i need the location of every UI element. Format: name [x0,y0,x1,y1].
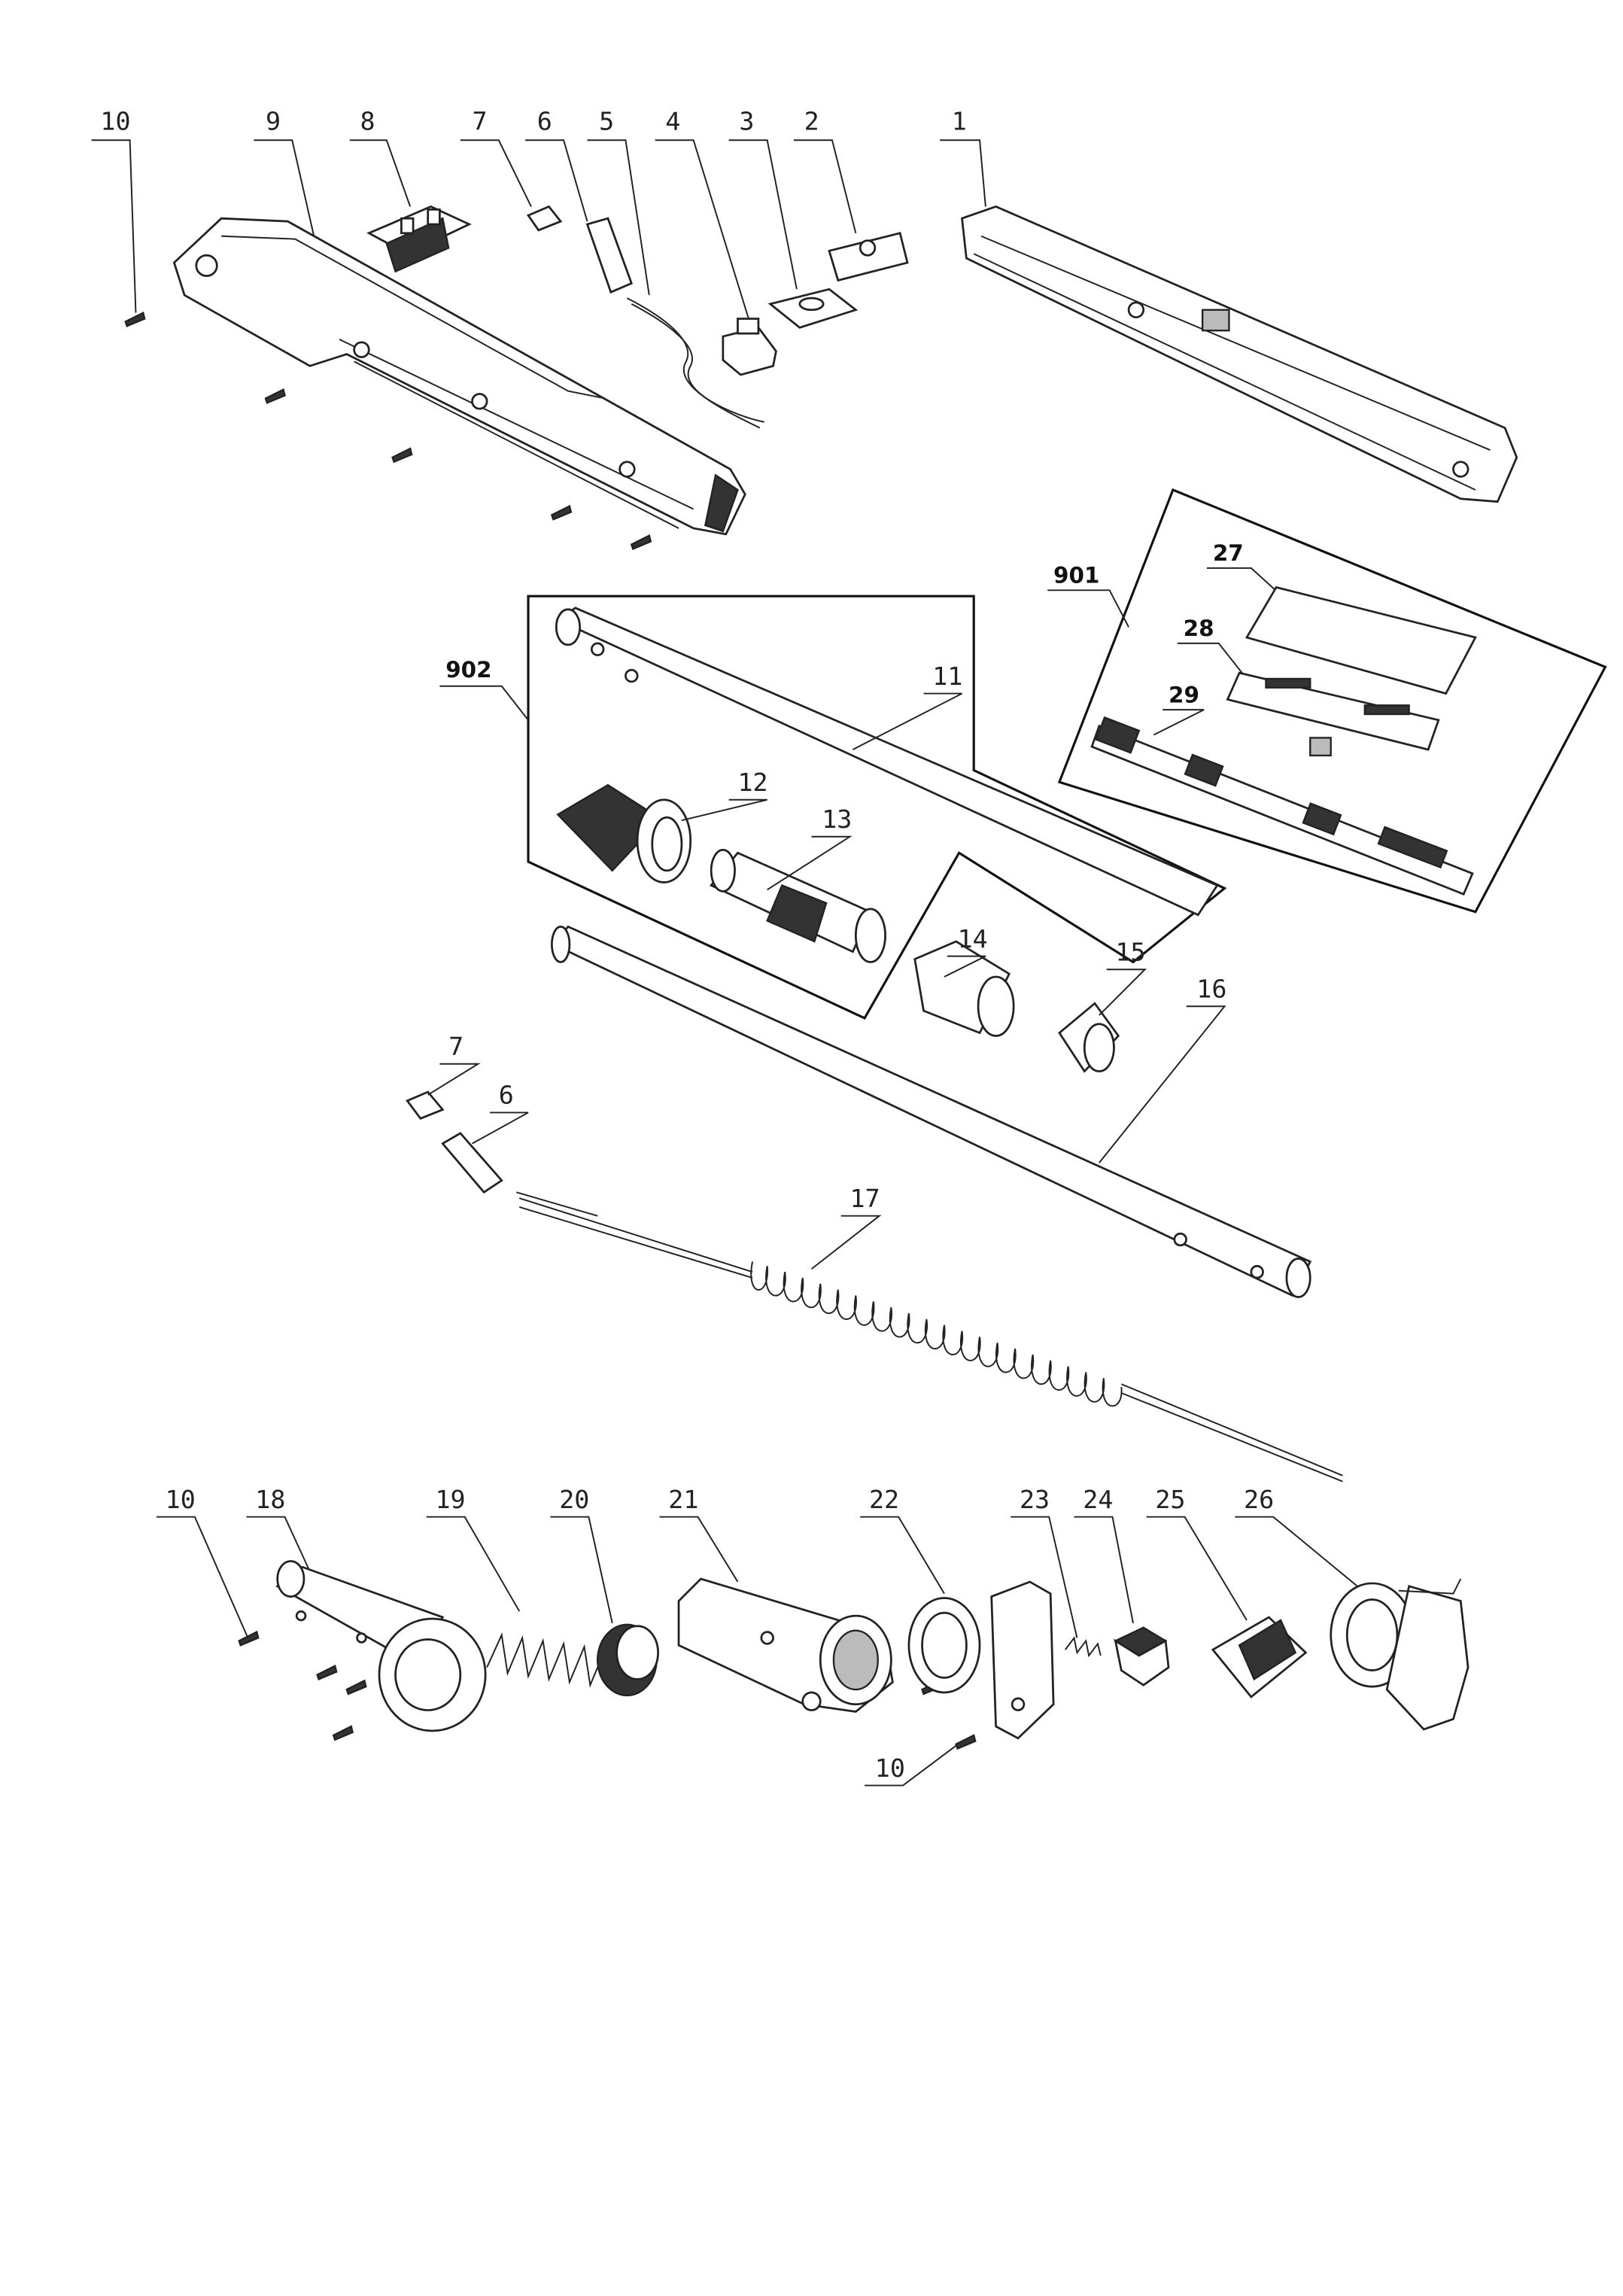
part-17-coiled-cable: 17 [516,1184,1343,1483]
part-21-ratchet-frame [677,1577,894,1713]
callout-10-top: 10 [91,107,137,313]
callout-8: 8 [349,107,412,207]
part-29-led-strip [1090,716,1474,896]
callout-29: 29 [1153,682,1205,736]
callout-5: 5 [587,107,650,296]
callout-27: 27 [1206,540,1284,598]
svg-text:21: 21 [668,1485,698,1514]
svg-text:24: 24 [1083,1485,1113,1514]
svg-text:4: 4 [665,107,680,136]
svg-text:902: 902 [445,657,491,683]
callout-9: 9 [254,107,318,251]
svg-text:8: 8 [360,107,375,136]
svg-text:9: 9 [266,107,281,136]
part-11-inner-tube: 11 [555,607,1219,917]
part-1-handle-housing [961,205,1518,503]
part-18-head-housing [275,1560,487,1732]
part-2-button [828,232,909,282]
screws-top [124,311,652,550]
svg-text:6: 6 [499,1081,514,1110]
callout-7-top: 7 [460,107,532,207]
svg-text:13: 13 [822,804,852,834]
part-13-threaded-sleeve: 13 [709,804,886,963]
svg-text:26: 26 [1244,1485,1274,1514]
part-7-terminal-top [526,205,563,232]
part-26-head-housing [1330,1578,1470,1731]
part-6-sleeve-top [585,217,634,294]
callout-6-top: 6 [525,107,588,222]
svg-text:27: 27 [1213,540,1244,566]
part-28-led-reflector [1226,671,1440,757]
svg-text:19: 19 [435,1485,465,1514]
callout-26: 26 [1235,1485,1358,1587]
svg-text:901: 901 [1053,563,1099,588]
callout-18: 18 [246,1485,311,1572]
callout-10-lower: 10 [865,1740,963,1787]
callout-22: 22 [860,1485,945,1595]
svg-text:10: 10 [100,107,130,136]
svg-text:16: 16 [1196,974,1226,1003]
svg-text:14: 14 [958,924,988,953]
group-901-box: 901 [1047,488,1607,914]
part-16-outer-tube: 16 [551,925,1312,1298]
part-24-slider-button [1113,1626,1170,1686]
svg-text:28: 28 [1184,616,1214,641]
part-15-clamp-ring: 15 [1058,937,1147,1073]
svg-text:23: 23 [1020,1485,1050,1514]
callout-1: 1 [940,107,986,207]
callout-28: 28 [1177,616,1248,680]
callout-20: 20 [550,1485,613,1624]
svg-text:7: 7 [448,1032,463,1061]
svg-text:22: 22 [869,1485,899,1514]
part-14-nut: 14 [913,924,1015,1037]
svg-text:2: 2 [804,107,819,136]
part-27-lens-cover [1245,585,1477,695]
part-6-sleeve-lower: 6 [441,1081,529,1194]
callout-23: 23 [1011,1485,1078,1638]
callout-10-bottom: 10 [156,1485,249,1638]
svg-text:5: 5 [599,107,614,136]
part-20-ratchet-gear [597,1623,659,1697]
svg-text:7: 7 [473,107,488,136]
svg-text:12: 12 [737,768,767,797]
part-8-switch-board [366,205,472,273]
callout-3: 3 [728,107,798,290]
part-5-wire-top [626,297,764,429]
svg-text:20: 20 [559,1485,589,1514]
part-23-small-spring [1064,1636,1102,1658]
svg-text:18: 18 [255,1485,285,1514]
svg-text:11: 11 [932,661,962,691]
svg-text:10: 10 [166,1485,196,1514]
callout-2: 2 [793,107,857,234]
part-25-pcb [1211,1616,1308,1698]
callout-25: 25 [1146,1485,1248,1621]
callout-4: 4 [655,107,751,322]
part-19-spring [486,1632,612,1688]
part-9-handle-housing [172,217,746,536]
part-22-ring-and-cover [907,1580,1055,1740]
callout-24: 24 [1074,1485,1134,1624]
group-902-box: 902 [439,595,1227,1020]
svg-text:10: 10 [875,1753,905,1783]
callout-19: 19 [426,1485,521,1612]
part-4-push-switch [722,318,777,376]
svg-text:25: 25 [1155,1485,1185,1514]
callout-21: 21 [659,1485,739,1583]
svg-text:6: 6 [537,107,552,136]
part-12-lock-collar: 12 [556,768,768,883]
part-3-button-cover [767,287,859,329]
svg-text:29: 29 [1169,682,1199,707]
svg-text:17: 17 [849,1184,880,1213]
svg-text:3: 3 [739,107,754,136]
svg-text:1: 1 [952,107,967,136]
svg-text:15: 15 [1115,937,1145,966]
part-7-terminal-lower: 7 [406,1032,481,1120]
